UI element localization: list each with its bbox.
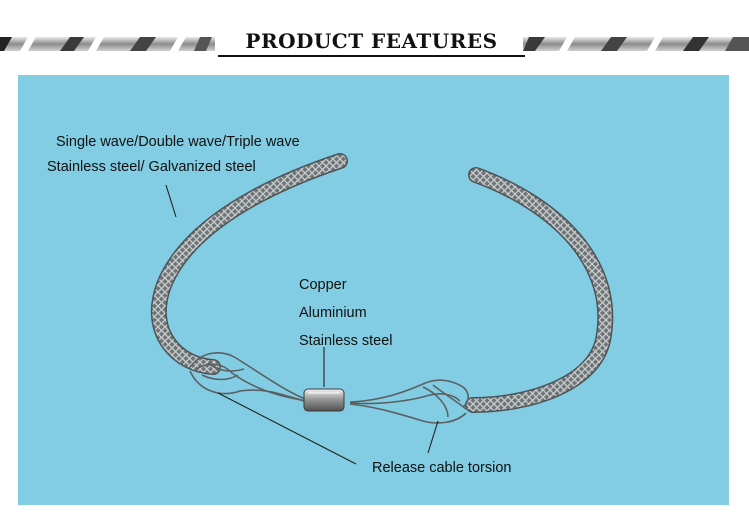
cable-sock-icon xyxy=(150,153,614,465)
label-mesh-materials: Stainless steel/ Galvanized steel xyxy=(47,159,256,175)
right-wire-eye xyxy=(349,379,470,424)
decorative-stripes-right xyxy=(523,37,749,51)
left-wire-eye xyxy=(189,352,309,403)
label-release-cable-torsion: Release cable torsion xyxy=(372,460,512,476)
header: PRODUCT FEATURES xyxy=(0,0,749,70)
label-copper: Copper xyxy=(299,277,347,293)
page-title: PRODUCT FEATURES xyxy=(245,29,498,53)
product-photo-panel: Single wave/Double wave/Triple wave Stai… xyxy=(18,75,729,505)
label-stainless-steel: Stainless steel xyxy=(299,333,393,349)
title-underline xyxy=(218,55,525,57)
connector-sleeve xyxy=(303,388,345,412)
label-wave-types: Single wave/Double wave/Triple wave xyxy=(56,134,300,150)
label-aluminium: Aluminium xyxy=(299,305,367,321)
leader-lines xyxy=(165,184,439,465)
decorative-stripes-left xyxy=(0,37,215,51)
